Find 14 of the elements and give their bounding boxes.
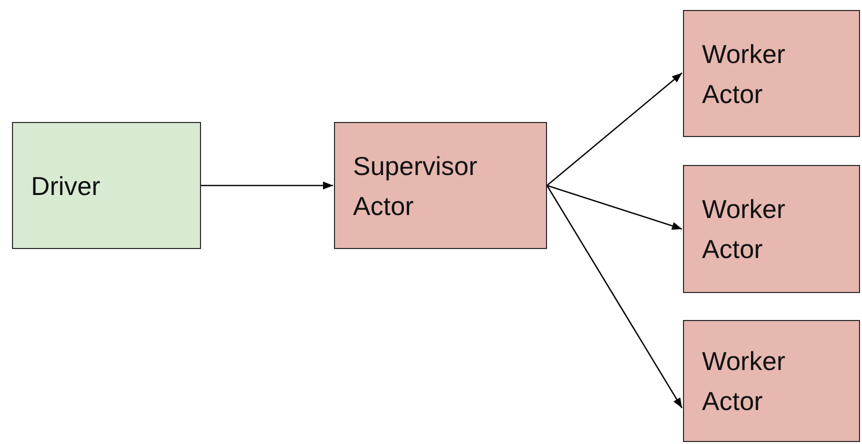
node-label: Worker Actor	[702, 193, 786, 266]
node-label: Worker Actor	[702, 345, 786, 418]
arrow	[546, 184, 682, 230]
process-box	[683, 165, 860, 293]
process-box	[683, 320, 860, 442]
node-label: Driver	[31, 170, 102, 202]
arrow	[546, 185, 683, 408]
process-box	[334, 122, 547, 249]
node-label: Worker Actor	[702, 38, 786, 110]
arrow	[546, 72, 682, 186]
process-box	[683, 10, 860, 137]
process-box	[12, 122, 201, 249]
arrow	[201, 182, 333, 190]
node-label: Supervisor Actor	[353, 150, 478, 222]
